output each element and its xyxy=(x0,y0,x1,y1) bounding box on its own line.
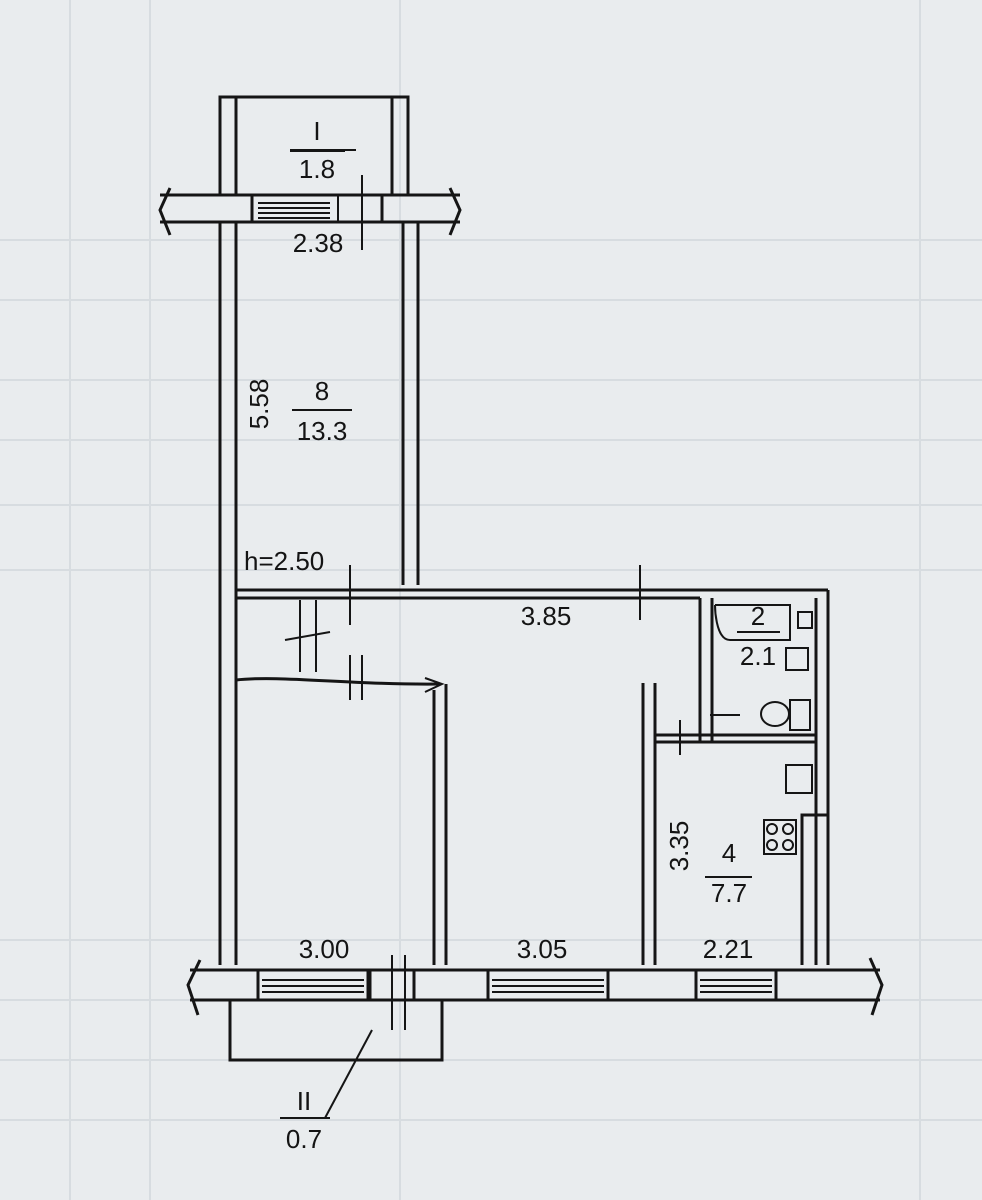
top-wall xyxy=(158,175,462,250)
dimension-bottom-right: 2.21 xyxy=(703,934,754,964)
room-2-area: 2.1 xyxy=(740,641,776,671)
room-4-number: 4 xyxy=(722,838,736,868)
ceiling-height: h=2.50 xyxy=(244,546,324,576)
bottom-wall xyxy=(186,955,884,1030)
fraction-lines xyxy=(290,150,780,878)
room-2-number: 2 xyxy=(751,601,765,631)
dimension-bottom-left: 3.00 xyxy=(299,934,350,964)
room-8-number: 8 xyxy=(315,376,329,406)
dimension-hall-width: 3.85 xyxy=(521,601,572,631)
room-4-area: 7.7 xyxy=(711,878,747,908)
dimension-bottom-middle: 3.05 xyxy=(517,934,568,964)
room-8-area: 13.3 xyxy=(297,416,348,446)
balcony-top-area: 1.8 xyxy=(299,154,335,184)
balcony-top-number: I xyxy=(313,116,320,146)
kitchen-walls xyxy=(641,683,830,965)
dimension-room8-length: 5.58 xyxy=(244,379,274,430)
balcony-bottom-number: II xyxy=(297,1086,311,1116)
room-8-walls xyxy=(218,222,420,965)
balcony-bottom xyxy=(228,1000,444,1119)
dimension-kitchen-length: 3.35 xyxy=(664,821,694,872)
dimension-top-window: 2.38 xyxy=(293,228,344,258)
bathroom-walls xyxy=(654,598,818,965)
hall-walls xyxy=(236,565,830,815)
balcony-bottom-area: 0.7 xyxy=(286,1124,322,1154)
left-room-walls xyxy=(235,677,448,965)
